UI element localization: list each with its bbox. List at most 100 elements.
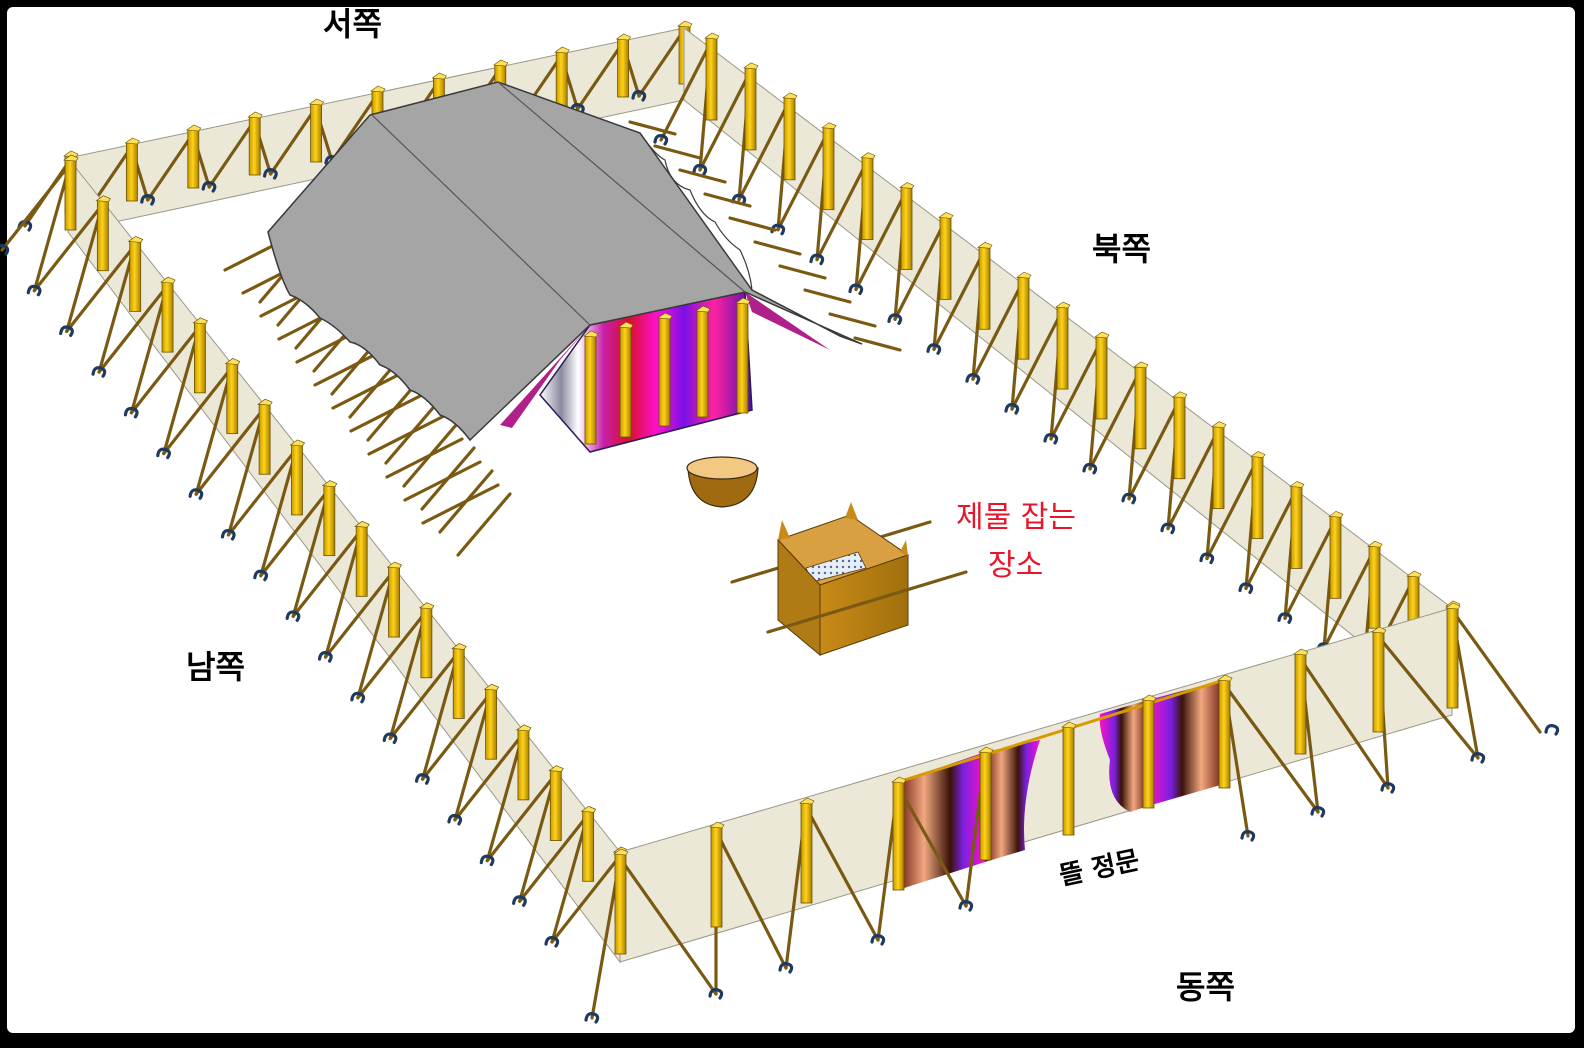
court-post <box>1211 421 1227 510</box>
roof-underside-left <box>500 325 590 428</box>
post-shaft <box>96 200 109 272</box>
guy-rope <box>207 119 256 189</box>
tent-peg-icon <box>220 528 236 541</box>
post-cap <box>516 724 532 732</box>
tent-peg-icon <box>809 253 825 266</box>
post-cap <box>224 358 241 365</box>
court-post <box>451 643 467 719</box>
court-post <box>899 182 915 270</box>
court-post <box>978 746 994 861</box>
tent-peg-icon <box>1277 612 1293 624</box>
court-post <box>821 122 837 211</box>
roof-ridge-center <box>497 81 746 293</box>
post-shaft <box>1218 679 1231 789</box>
post-cap <box>386 561 402 569</box>
court-post <box>63 154 79 231</box>
post-shaft <box>617 38 629 98</box>
guy-rope <box>932 249 986 351</box>
guy-rope <box>728 216 777 232</box>
court-post <box>308 98 325 163</box>
post-cap <box>1217 674 1233 682</box>
altar-front-face <box>819 554 909 656</box>
guy-rope <box>194 365 234 496</box>
north-label: 북쪽 <box>1092 230 1151 268</box>
post-shaft <box>226 363 239 434</box>
guy-rope <box>803 288 852 304</box>
court-post <box>1055 301 1071 390</box>
post-shaft <box>549 770 562 841</box>
post-shaft <box>258 403 271 475</box>
tent-peg-icon <box>1470 752 1486 764</box>
post-shaft <box>161 281 174 353</box>
gate-screen-left <box>898 752 985 890</box>
tent-peg-icon <box>778 962 794 974</box>
court-post <box>704 32 720 121</box>
court-post <box>1016 271 1032 360</box>
court-post <box>289 439 305 516</box>
tent-peg-icon <box>965 373 981 385</box>
guy-rope <box>1322 548 1376 650</box>
post-shaft <box>1134 366 1147 450</box>
court-post <box>1141 694 1157 809</box>
guy-rope <box>146 132 195 202</box>
tent-peg-icon <box>1240 830 1256 842</box>
guy-rope <box>896 784 968 908</box>
post-cap <box>695 305 711 313</box>
post-shaft <box>126 142 138 202</box>
court-post <box>1367 540 1383 629</box>
post-cap <box>782 92 798 100</box>
post-cap <box>743 62 759 70</box>
gate-screen-right <box>1148 680 1224 806</box>
post-cap <box>1445 602 1461 610</box>
post-shaft <box>696 310 709 418</box>
guy-rope <box>349 391 428 433</box>
post-shaft <box>129 241 142 312</box>
court-post <box>1094 331 1110 420</box>
guy-rope <box>367 414 446 456</box>
guy-rope <box>550 854 622 944</box>
post-cap <box>891 776 907 784</box>
post-cap <box>289 439 305 447</box>
post-shaft <box>291 444 303 516</box>
guy-rope <box>65 203 104 334</box>
bronze-altar <box>730 502 968 657</box>
post-shaft <box>388 566 400 638</box>
court-post <box>386 561 402 638</box>
post-shaft <box>614 853 627 955</box>
post-cap <box>1141 694 1157 702</box>
post-cap <box>554 46 570 54</box>
guy-rope <box>753 240 802 256</box>
tent-peg-icon <box>570 103 585 115</box>
court-post <box>124 137 140 202</box>
post-shaft <box>555 51 568 111</box>
tent-peg-icon <box>253 569 269 582</box>
guy-rope <box>32 162 72 293</box>
post-shaft <box>194 322 206 394</box>
post-shaft <box>582 810 595 882</box>
guy-rope <box>331 368 410 410</box>
post-shaft <box>822 127 835 211</box>
court-post <box>247 111 263 176</box>
court-post <box>224 358 241 434</box>
tent-peg-icon <box>1310 806 1326 818</box>
altar-horn <box>778 520 790 540</box>
post-cap <box>419 602 435 610</box>
guy-rope <box>518 772 557 903</box>
post-shaft <box>1368 545 1381 629</box>
post-shaft <box>355 525 368 597</box>
gate-curtain-right <box>1099 700 1148 812</box>
post-shaft <box>1095 336 1108 420</box>
post-shaft <box>64 159 77 231</box>
court-post <box>891 776 907 891</box>
post-shaft <box>248 116 261 176</box>
guy-rope <box>1222 682 1320 814</box>
post-shaft <box>1173 396 1186 480</box>
guy-rope <box>162 365 234 456</box>
post-cap <box>618 321 634 329</box>
post-shaft <box>517 729 530 801</box>
post-cap <box>860 152 876 159</box>
east-label: 동쪽 <box>1176 968 1235 1006</box>
post-shaft <box>783 97 796 181</box>
tent-peg-icon <box>870 934 886 946</box>
